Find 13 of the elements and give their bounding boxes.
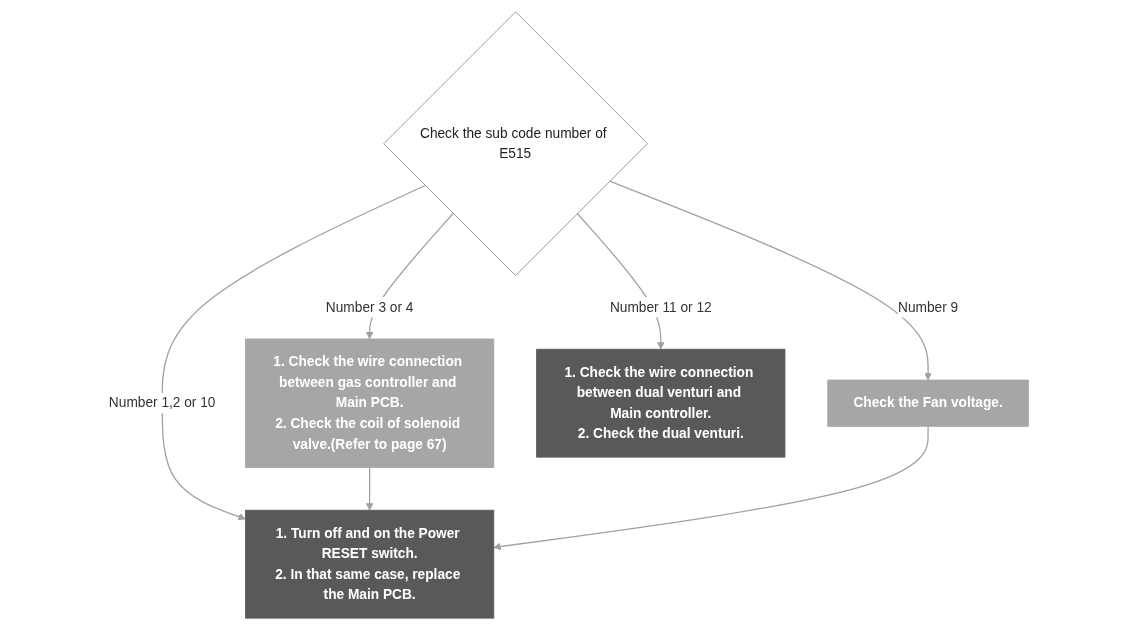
arrow [161,184,426,521]
node-box: Check the Fan voltage. [827,379,1029,427]
arrow [608,180,932,381]
arrow [493,425,929,551]
edge-label: Number 11 or 12 [609,299,712,315]
arrow [365,466,374,511]
edge-label: Number 3 or 4 [325,299,414,315]
edge-label: Number 9 [897,299,959,315]
node-diamond: Check the sub code number of E515 [383,11,648,277]
edge-label: Number 1,2 or 10 [108,395,216,411]
node-box: 1. Check the wire connection between dual venturi and Main controller. 2. Check the dual venturi. [536,348,786,458]
node-box: 1. Turn off and on the Power RESET switch. 2. In that same case, replace the Main PCB. [244,509,495,619]
node-box: 1. Check the wire connection between gas controller and Main PCB. 2. Check the coil of solenoid valve.(Refer to page 67) [244,338,495,468]
